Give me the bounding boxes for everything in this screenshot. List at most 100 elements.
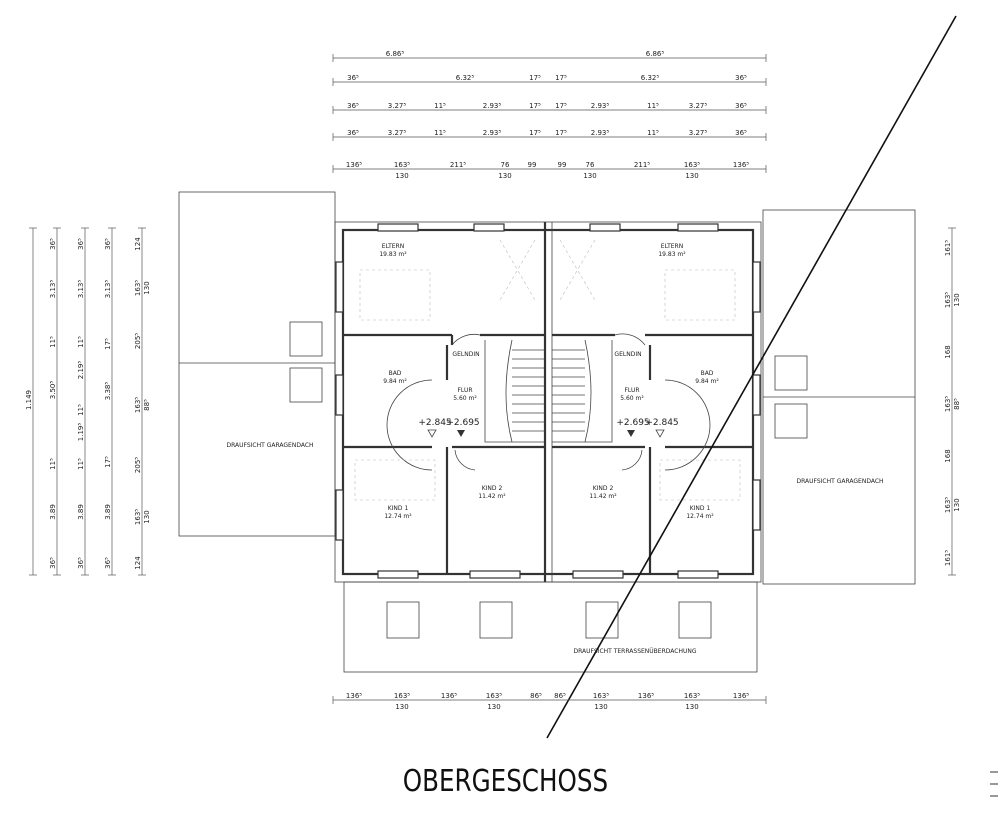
garage-roof-right	[762, 209, 916, 585]
room-name: FLUR	[624, 387, 639, 394]
dimension-label: 2.93⁵	[591, 129, 610, 137]
dimension-label: 130	[487, 703, 500, 711]
dimension-label: 6.86⁵	[386, 50, 405, 58]
dimension-label: 17⁵	[104, 338, 112, 350]
level-markers	[427, 429, 665, 438]
dimension-label: 11⁵	[647, 129, 659, 137]
dimension-label: 130	[143, 281, 151, 294]
staircases	[505, 339, 592, 443]
room-name: ELTERN	[661, 243, 683, 250]
dimension-label: 136⁵	[441, 692, 457, 700]
dimension-label: 2.93⁵	[591, 102, 610, 110]
room-area: 5.60 m²	[453, 395, 477, 402]
dimension-label: 168	[944, 449, 952, 462]
dimension-label: 1.19⁵	[77, 423, 85, 442]
garage-right-label: DRAUFSICHT GARAGENDACH	[796, 478, 883, 485]
dimension-label: 36⁵	[347, 129, 359, 137]
dimension-label: 3.89	[77, 504, 85, 520]
room-name: BAD	[701, 370, 714, 377]
room-name: GELNDIN	[614, 351, 641, 358]
room-name: KIND 1	[388, 505, 409, 512]
dimension-label: 161⁵	[944, 550, 952, 566]
dimension-label: 205⁵	[134, 457, 142, 473]
room-name: BAD	[389, 370, 402, 377]
garage-left-label: DRAUFSICHT GARAGENDACH	[226, 442, 313, 449]
dimension-label: 211⁵	[450, 161, 466, 169]
dimension-label: 36⁵	[104, 238, 112, 250]
windows	[335, 223, 761, 579]
dimension-label: 130	[594, 703, 607, 711]
dimension-column: 1.149	[25, 227, 37, 576]
dimension-label: 17⁵	[555, 129, 567, 137]
dimension-label: 3.13⁵	[104, 280, 112, 299]
dimension-label: 36⁵	[49, 238, 57, 250]
dimension-label: 17⁵	[529, 102, 541, 110]
dimension-label: 11⁵	[434, 102, 446, 110]
room-name: GELNDIN	[452, 351, 479, 358]
dimension-label: 130	[953, 498, 961, 511]
dimension-label: 76	[501, 161, 510, 169]
dimension-label: 163⁵	[394, 692, 410, 700]
edge-marks	[990, 771, 998, 797]
dimension-label: 163⁵	[684, 692, 700, 700]
dimension-label: 36⁵	[735, 74, 747, 82]
diagonal-line	[546, 15, 957, 739]
room-name: FLUR	[457, 387, 472, 394]
dimension-label: 161⁵	[944, 240, 952, 256]
dimension-label: 130	[498, 172, 511, 180]
dimension-label: 211⁵	[634, 161, 650, 169]
room-area: 11.42 m²	[478, 493, 506, 500]
level-value: +2.695	[616, 418, 649, 428]
dimension-label: 11⁵	[434, 129, 446, 137]
dimension-label: 163⁵	[134, 280, 142, 296]
dimension-label: 17⁵	[104, 456, 112, 468]
dimension-label: 163⁵	[593, 692, 609, 700]
dimension-label: 17⁵	[529, 74, 541, 82]
dimension-label: 88⁵	[953, 398, 961, 410]
room-area: 19.83 m²	[379, 251, 407, 258]
dimension-label: 136⁵	[346, 692, 362, 700]
dimension-label: 36⁵	[77, 238, 85, 250]
dimension-label: 1.149	[25, 390, 33, 410]
dimension-label: 11⁵	[647, 102, 659, 110]
dimension-label: 130	[685, 172, 698, 180]
dimension-label: 3.27⁵	[689, 102, 708, 110]
dimension-label: 11⁵	[49, 336, 57, 348]
dimension-label: 88⁵	[143, 399, 151, 411]
dimension-label: 130	[583, 172, 596, 180]
dimension-label: 136⁵	[733, 161, 749, 169]
dimension-label: 99	[528, 161, 537, 169]
dimension-label: 6.32⁵	[456, 74, 475, 82]
dimension-label: 36⁵	[347, 74, 359, 82]
room-area: 9.84 m²	[383, 378, 407, 385]
dimension-label: 163⁵	[134, 397, 142, 413]
dimension-label: 3.13⁵	[49, 280, 57, 299]
dimension-label: 130	[143, 510, 151, 523]
dimension-label: 124	[134, 237, 142, 251]
dimension-label: 17⁵	[555, 74, 567, 82]
dimension-label: 130	[685, 703, 698, 711]
dimension-label: 3.27⁵	[689, 129, 708, 137]
dimension-label: 99	[558, 161, 567, 169]
dimension-label: 163⁵	[944, 396, 952, 412]
room-area: 12.74 m²	[384, 513, 412, 520]
dimension-label: 3.27⁵	[388, 102, 407, 110]
dimension-label: 3.89	[104, 504, 112, 520]
dimension-label: 136⁵	[638, 692, 654, 700]
floor-title: OBERGESCHOSS	[402, 764, 609, 799]
dimension-label: 76	[586, 161, 595, 169]
dimension-label: 163⁵	[134, 509, 142, 525]
dimension-label: 163⁵	[394, 161, 410, 169]
garage-roof-left	[178, 191, 336, 537]
room-name: KIND 2	[482, 485, 503, 492]
dimension-label: 11⁵	[49, 458, 57, 470]
